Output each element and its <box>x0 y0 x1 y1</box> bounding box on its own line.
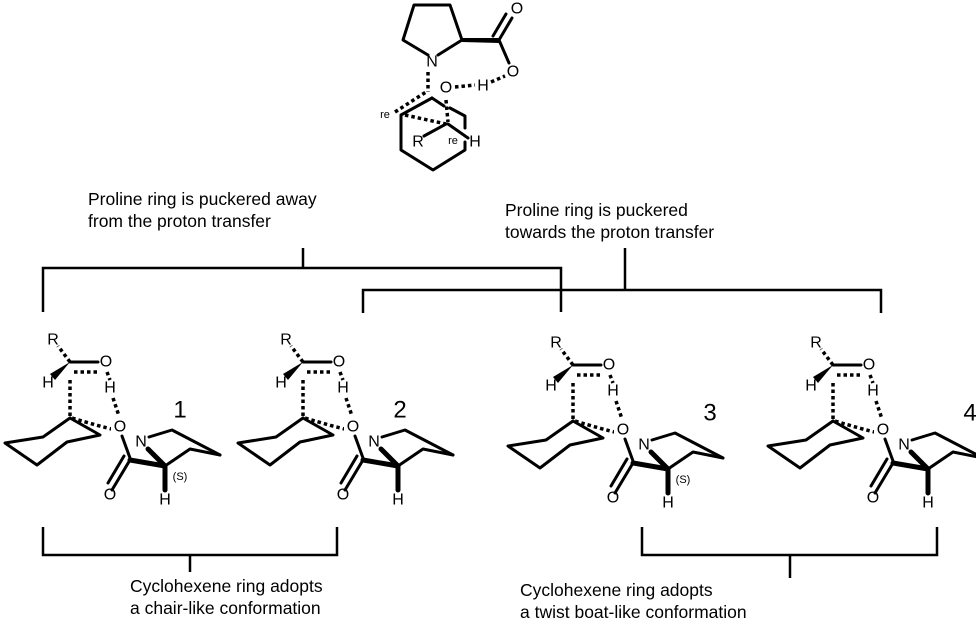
conformer: R H O H O O N H 4 <box>766 335 976 512</box>
conformer-number: 1 <box>173 397 186 424</box>
atom-R: R <box>550 335 562 352</box>
atom-H: H <box>337 380 349 397</box>
caption-towards-line2: towards the proton transfer <box>505 222 714 242</box>
proline-transition-state: O O N H O R re re H <box>380 1 523 172</box>
caption-away-line1: Proline ring is puckered away <box>88 189 317 209</box>
atom-R: R <box>412 134 424 151</box>
atom-N: N <box>368 434 380 451</box>
atom-H: H <box>477 78 489 95</box>
conformer: R H O H O O N H (S) 3 <box>506 335 725 512</box>
atom-H: H <box>607 383 619 400</box>
atom-H: H <box>159 492 171 509</box>
atom-N: N <box>898 437 910 454</box>
atom-H: H <box>867 383 879 400</box>
caption-chair-line2: a chair-like conformation <box>130 598 321 618</box>
atom-O: O <box>507 64 519 81</box>
atom-O: O <box>603 357 615 374</box>
caption-towards-line1: Proline ring is puckered <box>505 200 688 220</box>
atom-O: O <box>440 80 452 97</box>
atom-H: H <box>275 375 287 392</box>
conformer-number: 3 <box>703 400 716 427</box>
atom-O: O <box>867 490 879 507</box>
atom-O: O <box>104 487 116 504</box>
atom-N: N <box>426 54 438 71</box>
conformer-number: 4 <box>963 400 976 427</box>
atom-H: H <box>662 495 674 512</box>
atom-O: O <box>511 1 523 18</box>
atom-O: O <box>607 490 619 507</box>
bracket-chair <box>41 527 339 572</box>
re-face-label: re <box>380 109 390 121</box>
atom-O: O <box>347 419 359 436</box>
stereo-label-S: (S) <box>676 474 691 486</box>
atom-R: R <box>280 332 292 349</box>
caption-chair-line1: Cyclohexene ring adopts <box>130 576 323 596</box>
atom-O: O <box>617 422 629 439</box>
atom-O: O <box>114 419 126 436</box>
caption-away-line2: from the proton transfer <box>88 211 271 231</box>
atom-O: O <box>100 354 112 371</box>
atom-O: O <box>333 354 345 371</box>
atom-N: N <box>638 437 650 454</box>
atom-H: H <box>545 378 557 395</box>
atom-O: O <box>863 357 875 374</box>
atom-O: O <box>877 422 889 439</box>
atom-N: N <box>135 434 147 451</box>
atom-H: H <box>805 378 817 395</box>
caption-boat-line1: Cyclohexene ring adopts <box>520 580 713 600</box>
conformer: R H O H O O N H 2 <box>236 332 455 509</box>
atom-H: H <box>42 375 54 392</box>
atom-H: H <box>922 495 934 512</box>
conformer: R H O H O O N H (S) 1 <box>3 332 222 509</box>
re-face-label: re <box>448 135 458 147</box>
caption-boat-line2: a twist boat-like conformation <box>520 602 747 622</box>
atom-R: R <box>810 335 822 352</box>
bracket-boat <box>640 527 939 578</box>
atom-H: H <box>104 380 116 397</box>
bracket-away <box>41 248 563 312</box>
atom-O: O <box>337 487 349 504</box>
atom-H: H <box>392 492 404 509</box>
atom-R: R <box>47 332 59 349</box>
bracket-towards <box>361 248 883 313</box>
stereo-label-S: (S) <box>173 471 188 483</box>
conformer-number: 2 <box>393 397 406 424</box>
atom-H: H <box>469 134 481 151</box>
